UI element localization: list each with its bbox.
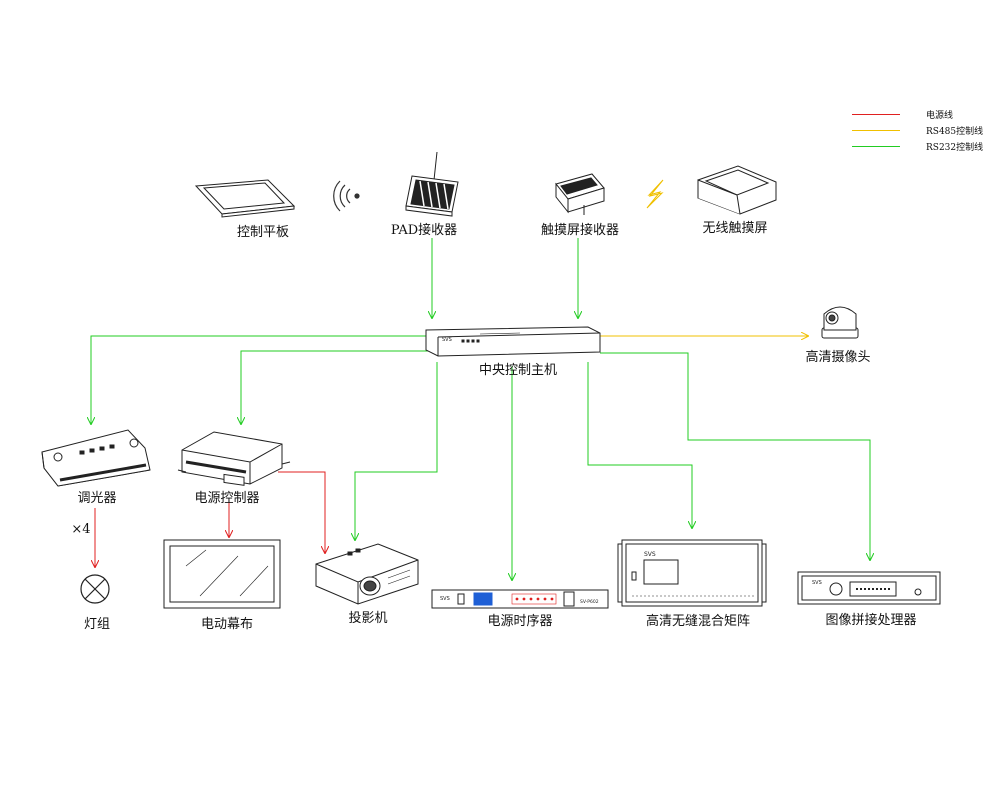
light-multiplier-label: ×4 — [71, 522, 91, 537]
touch-receiver-image — [555, 173, 605, 215]
legend-power-line-label: 电源线 — [926, 111, 954, 121]
light-group-label: 灯组 — [83, 617, 111, 632]
hd-matrix-label: 高清无缝混合矩阵 — [645, 614, 751, 629]
legend-rs485-label: RS485控制线 — [926, 127, 984, 137]
hd-camera-image — [821, 306, 859, 339]
red-connections — [95, 471, 325, 567]
control-tablet-image — [194, 179, 296, 218]
electric-screen-label: 电动幕布 — [200, 617, 254, 632]
wifi-icon — [333, 180, 360, 212]
processor-brand-text: SVS — [812, 580, 822, 586]
pad-receiver-label: PAD接收器 — [390, 223, 458, 238]
sequencer-brand-text: SVS — [440, 596, 450, 602]
central-host-image: SVS — [425, 326, 601, 357]
host-to-dimmer-line — [91, 335, 428, 424]
pad-receiver-image — [405, 151, 459, 217]
dimmer-image — [41, 429, 151, 487]
power-controller-image — [177, 431, 291, 486]
matrix-brand-text: SVS — [644, 551, 656, 558]
wireless-touchscreen-label: 无线触摸屏 — [702, 221, 768, 236]
power-sequencer-image: SVS SV-P602 — [431, 589, 609, 609]
hd-matrix-image: SVS — [617, 539, 767, 607]
svg-text:SVS: SVS — [442, 337, 452, 343]
legend-rs485-swatch — [852, 130, 900, 131]
image-processor-image: SVS — [797, 571, 941, 605]
dimmer-label: 调光器 — [77, 491, 117, 506]
projector-label: 投影机 — [348, 611, 388, 626]
host-to-power-controller-line — [241, 350, 428, 424]
legend-rs232-swatch — [852, 146, 900, 147]
control-tablet-label: 控制平板 — [236, 225, 290, 240]
legend-power-line-swatch — [852, 114, 900, 115]
lightning-icon — [646, 179, 664, 209]
host-to-processor-line — [600, 352, 870, 560]
power-to-projector-line — [278, 471, 325, 553]
electric-screen-image — [163, 539, 281, 609]
host-to-projector-line — [355, 362, 438, 540]
sequencer-model-text: SV-P602 — [580, 599, 599, 605]
green-connections — [91, 238, 870, 580]
power-controller-label: 电源控制器 — [194, 491, 260, 506]
central-host-label: 中央控制主机 — [478, 363, 558, 378]
touch-receiver-label: 触摸屏接收器 — [540, 223, 620, 238]
power-sequencer-label: 电源时序器 — [487, 614, 553, 629]
image-processor-label: 图像拼接处理器 — [825, 613, 917, 628]
legend-rs232-label: RS232控制线 — [926, 143, 984, 153]
hd-camera-label: 高清摄像头 — [805, 350, 871, 365]
light-group-icon — [80, 574, 110, 604]
projector-image — [315, 543, 419, 605]
host-to-matrix-line — [587, 362, 692, 528]
wireless-touchscreen-image — [697, 165, 777, 215]
